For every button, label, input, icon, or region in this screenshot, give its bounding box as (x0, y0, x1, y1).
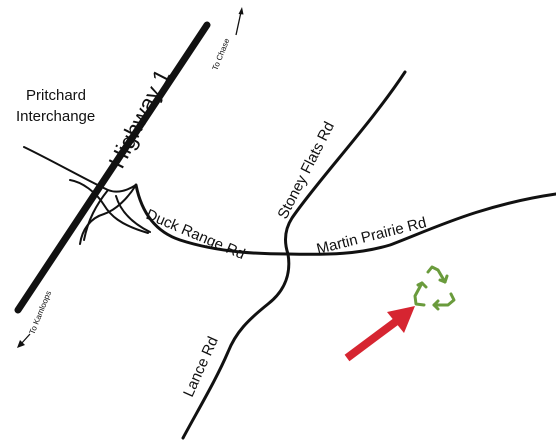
highway-1-label: Highway 1 (103, 65, 175, 172)
to-kamloops-label: To Kamloops (28, 289, 54, 335)
stoney-flats-road (284, 70, 407, 256)
highway-1-road (14, 21, 211, 314)
ramp-road (83, 189, 109, 241)
to-chase-label: To Chase (211, 37, 232, 72)
interchange-label-line2: Interchange (16, 108, 95, 125)
lance-road-label: Lance Rd (180, 334, 222, 400)
duck-range-road (134, 183, 556, 256)
pritchard-interchange-label: Pritchard Interchange (16, 87, 95, 125)
ramp-road (115, 195, 151, 233)
recycling-icon (413, 265, 456, 311)
interchange-label-line1: Pritchard (26, 87, 86, 104)
arrow-icon (344, 306, 415, 362)
duck-range-road-label: Duck Range Rd (143, 206, 247, 263)
to-chase-arrow-icon (235, 7, 244, 36)
to-kamloops-arrow-icon (17, 333, 31, 348)
ramp-road (79, 184, 137, 245)
ramp-road (69, 179, 149, 234)
lance-road (181, 252, 291, 440)
